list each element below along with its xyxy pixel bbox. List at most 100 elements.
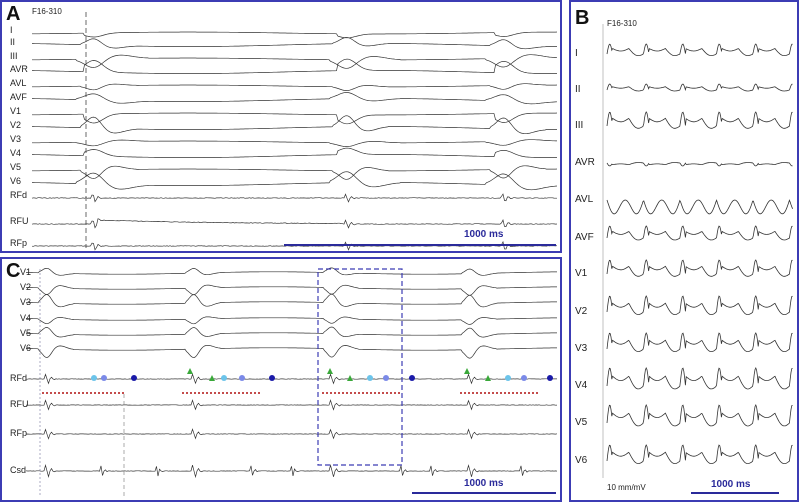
- panel-b-trace-avf: [606, 225, 793, 241]
- panel-a-lead-label-iii: III: [10, 51, 18, 61]
- panel-c-lead-label-rfu: RFU: [10, 399, 29, 409]
- panel-b-trace-v1: [606, 259, 793, 277]
- panel-c-lead-label-v4: V4: [20, 313, 32, 323]
- panel-c-trace-rfd: [26, 373, 557, 385]
- panel-b-lead-label-v1: V1: [575, 268, 588, 279]
- panel-a-lead-label-v4: V4: [10, 148, 22, 158]
- panel-a-trace-v5: [32, 165, 558, 180]
- panel-a-scale-label: 1000 ms: [464, 229, 504, 240]
- panel-c-lead-label-v3: V3: [20, 297, 32, 307]
- panel-c-triangle-marker: [485, 375, 491, 381]
- panel-c-heart-marker: [367, 375, 373, 381]
- panel-a-traces: [31, 12, 558, 251]
- panel-c-heart-marker: [101, 375, 107, 381]
- panel-c-trace-csd: [25, 463, 558, 479]
- panel-a-lead-label-i: I: [10, 25, 13, 35]
- panel-b-gain-label: 10 mm/mV: [607, 483, 646, 492]
- panel-b-trace-avl: [606, 199, 793, 215]
- panel-a-trace-avf: [32, 92, 558, 105]
- panel-c-heart-marker: [131, 375, 137, 381]
- panel-b-lead-label-iii: III: [575, 120, 584, 131]
- panel-a-trace-v2: [32, 115, 557, 135]
- panel-a-lead-label-ii: II: [10, 37, 16, 47]
- panel-b-lead-label-i: I: [575, 48, 578, 59]
- panel-a-scale-bar: [284, 244, 556, 246]
- panel-c-triangle-marker: [209, 375, 215, 381]
- panel-b-traces: [602, 24, 793, 478]
- panel-a-lead-label-v5: V5: [10, 162, 22, 172]
- panel-b-trace-v2: [606, 295, 793, 316]
- panel-a-lead-label-v2: V2: [10, 120, 22, 130]
- panel-c-trace-v2: [26, 284, 557, 296]
- panel-c-lead-label-rfp: RFp: [10, 428, 28, 438]
- panel-a-lead-label-rfd: RFd: [10, 190, 28, 200]
- panel-c-lead-label-v1: V1: [20, 267, 32, 277]
- panel-a-trace-rfu: [31, 218, 558, 229]
- panel-c-heart-marker: [91, 375, 97, 381]
- panel-c-triangle-marker: [327, 368, 333, 374]
- panel-a-lead-label-v1: V1: [10, 106, 22, 116]
- panel-c-scale-bar: [412, 492, 556, 494]
- panel-b-lead-label-avl: AVL: [575, 194, 594, 205]
- panel-c-lead-label-rfd: RFd: [10, 373, 28, 383]
- panel-c-trace-v6: [26, 344, 557, 359]
- panel-c-lead-label-csd: Csd: [10, 465, 27, 475]
- panel-b-lead-label-avf: AVF: [575, 232, 594, 243]
- panel-a-trace-rfd: [31, 193, 557, 203]
- panel-b-lead-label-v5: V5: [575, 417, 588, 428]
- panel-b-trace-i: [606, 43, 793, 56]
- panel-c-trace-rfu: [25, 399, 558, 411]
- panel-c-triangle-marker: [347, 375, 353, 381]
- panel-c-trace-rfp: [25, 428, 558, 440]
- panel-b-lead-label-avr: AVR: [575, 157, 595, 168]
- panel-c-highlight-box: [317, 268, 403, 466]
- panel-c-heart-marker: [239, 375, 245, 381]
- panel-b-trace-avr: [606, 162, 793, 167]
- panel-c-trace-v4: [26, 316, 557, 325]
- panel-c-lead-label-v6: V6: [20, 343, 32, 353]
- panel-a-lead-label-v6: V6: [10, 176, 22, 186]
- panel-a-trace-i: [32, 31, 558, 39]
- panel-c-heart-marker: [547, 375, 553, 381]
- panel-b-lead-label-v2: V2: [575, 306, 588, 317]
- panel-c-trace-v5: [26, 326, 557, 338]
- panel-c-heart-marker: [383, 375, 389, 381]
- panel-a-letter: A: [6, 3, 21, 25]
- panel-b-trace-v5: [606, 403, 793, 427]
- panel-c-heart-marker: [409, 375, 415, 381]
- panel-b-scale-bar: [691, 492, 779, 494]
- panel-c-heart-marker: [521, 375, 527, 381]
- panel-c-triangle-marker: [187, 368, 193, 374]
- panel-b-lead-label-v3: V3: [575, 343, 588, 354]
- panel-b-recording-id: F16-310: [607, 19, 637, 28]
- panel-c-trace-v1: [26, 267, 557, 276]
- panel-c-heart-marker: [269, 375, 275, 381]
- panel-b-lead-label-v6: V6: [575, 455, 588, 466]
- panel-a-lead-label-v3: V3: [10, 134, 22, 144]
- panel-b-trace-v3: [606, 332, 793, 353]
- panel-c-triangle-marker: [464, 368, 470, 374]
- panel-a-trace-avl: [32, 83, 558, 91]
- panel-a-recording-id: F16-310: [32, 7, 62, 16]
- panel-a-trace-v3: [32, 139, 557, 147]
- panel-b-letter: B: [575, 7, 590, 29]
- panel-a-lead-label-rfp: RFp: [10, 238, 28, 248]
- panel-a-lead-label-avf: AVF: [10, 92, 27, 102]
- panel-a-trace-ii: [32, 37, 557, 50]
- panel-b-trace-iii: [606, 111, 793, 129]
- panel-c-scale-label: 1000 ms: [464, 478, 504, 489]
- panel-c-letter: C: [6, 260, 21, 282]
- panel-b-trace-v6: [606, 444, 793, 465]
- panel-c-heart-marker: [505, 375, 511, 381]
- panel-a-trace-v1: [32, 112, 558, 125]
- panel-b-lead-label-v4: V4: [575, 380, 588, 391]
- panel-b-trace-v4: [606, 366, 793, 390]
- panel-a-trace-v4: [32, 147, 557, 158]
- panel-a-trace-iii: [32, 54, 558, 69]
- panel-a-trace-v6: [32, 171, 558, 191]
- panel-a-lead-label-rfu: RFU: [10, 216, 29, 226]
- panel-c-traces: [25, 267, 558, 497]
